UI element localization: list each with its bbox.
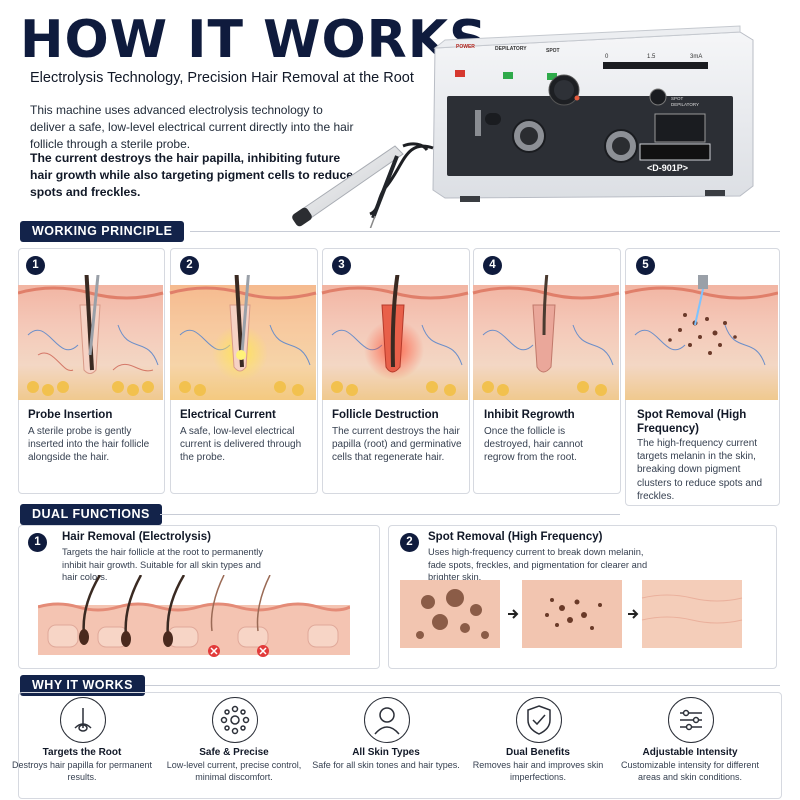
function-desc-1: Targets the hair follicle at the root to… xyxy=(62,547,264,582)
device-svg xyxy=(292,25,754,233)
hair-removal-diagram xyxy=(38,575,350,657)
meter-scale-min: 0 xyxy=(605,54,609,60)
diagram-inhibit-regrowth xyxy=(472,275,620,400)
function-title-2: Spot Removal (High Frequency) xyxy=(428,531,603,543)
intro-bold-text: The current destroys the hair papilla, i… xyxy=(30,151,354,199)
diagram-probe-insertion xyxy=(18,275,164,400)
model-label: <D-901P> xyxy=(647,163,689,173)
step-desc-3: The current destroys the hair papilla (r… xyxy=(332,426,462,464)
power-label: POWER xyxy=(456,44,475,50)
skin-before xyxy=(400,580,500,648)
meter-scale-mid: 1.5 xyxy=(647,54,656,60)
device-illustration: POWER DEPILATORY SPOT 0 1.5 3mA SPOT DEP… xyxy=(285,18,765,233)
no-regrowth-icon xyxy=(208,645,220,657)
step-number-5: 5 xyxy=(636,256,655,275)
why-title-4: Dual Benefits xyxy=(506,747,570,758)
skin-during xyxy=(522,580,622,648)
depilatory-led xyxy=(503,72,513,79)
why-desc-3: Safe for all skin tones and hair types. xyxy=(312,760,460,770)
intro-text: This machine uses advanced electrolysis … xyxy=(30,103,354,151)
skin-after xyxy=(641,580,743,648)
meter-scale-max: 3mA xyxy=(690,54,703,60)
diagram-follicle-destruction xyxy=(321,275,469,400)
spot-led xyxy=(547,73,557,80)
function-number-1: 1 xyxy=(28,533,47,552)
why-title-3: All Skin Types xyxy=(352,747,420,758)
diagram-spot-removal xyxy=(624,275,778,400)
power-led xyxy=(455,70,465,77)
step-number-3: 3 xyxy=(332,256,351,275)
step-desc-5: The high-frequency current targets melan… xyxy=(637,438,763,502)
step-title-1: Probe Insertion xyxy=(28,409,113,421)
why-desc-4: Removes hair and improves skin imperfect… xyxy=(472,760,604,782)
why-title-2: Safe & Precise xyxy=(199,747,269,758)
arrow-icon xyxy=(508,609,519,619)
why-desc-5: Customizable intensity for different are… xyxy=(621,760,759,782)
spot-label: SPOT xyxy=(546,48,560,54)
precision-dots-icon xyxy=(212,697,258,743)
person-icon xyxy=(364,697,410,743)
why-desc-1: Destroys hair papilla for permanent resu… xyxy=(11,760,153,782)
step-desc-1: A sterile probe is gently inserted into … xyxy=(28,426,150,464)
function-title-1: Hair Removal (Electrolysis) xyxy=(62,531,211,543)
section-divider xyxy=(145,685,780,686)
spot-removal-diagram xyxy=(400,580,743,648)
working-principle-diagrams xyxy=(18,275,778,400)
diagram-electrical-current xyxy=(169,275,317,400)
step-title-3: Follicle Destruction xyxy=(332,409,439,421)
step-number-1: 1 xyxy=(26,256,45,275)
working-principle-heading: WORKING PRINCIPLE xyxy=(20,221,185,242)
why-title-5: Adjustable Intensity xyxy=(642,747,738,758)
why-desc-2: Low-level current, precise control, mini… xyxy=(166,760,302,782)
why-title-1: Targets the Root xyxy=(42,747,122,758)
dual-functions-heading: DUAL FUNCTIONS xyxy=(20,504,162,525)
sliders-icon xyxy=(668,697,714,743)
hair-follicle-icon xyxy=(60,697,106,743)
step-number-4: 4 xyxy=(483,256,502,275)
switch-depilatory-label: DEPILATORY xyxy=(671,102,700,107)
step-desc-4: Once the follicle is destroyed, hair can… xyxy=(484,426,583,464)
why-it-works-heading: WHY IT WORKS xyxy=(20,675,145,696)
step-title-2: Electrical Current xyxy=(180,409,276,421)
step-title-5: Spot Removal (High Frequency) xyxy=(637,409,747,435)
page-subtitle: Electrolysis Technology, Precision Hair … xyxy=(30,70,414,86)
section-divider xyxy=(160,514,620,515)
step-desc-2: A safe, low-level electrical current is … xyxy=(180,426,302,464)
step-title-4: Inhibit Regrowth xyxy=(484,409,575,421)
no-regrowth-icon xyxy=(257,645,269,657)
shield-check-icon xyxy=(516,697,562,743)
switch-spot-label: SPOT xyxy=(671,96,684,101)
page-title: HOW IT WORKS xyxy=(20,10,488,70)
depilatory-label: DEPILATORY xyxy=(495,46,527,52)
arrow-icon xyxy=(628,609,639,619)
why-it-works-panel xyxy=(18,692,782,799)
step-number-2: 2 xyxy=(180,256,199,275)
function-desc-2: Uses high-frequency current to break dow… xyxy=(428,547,648,582)
section-divider xyxy=(190,231,780,232)
function-number-2: 2 xyxy=(400,533,419,552)
